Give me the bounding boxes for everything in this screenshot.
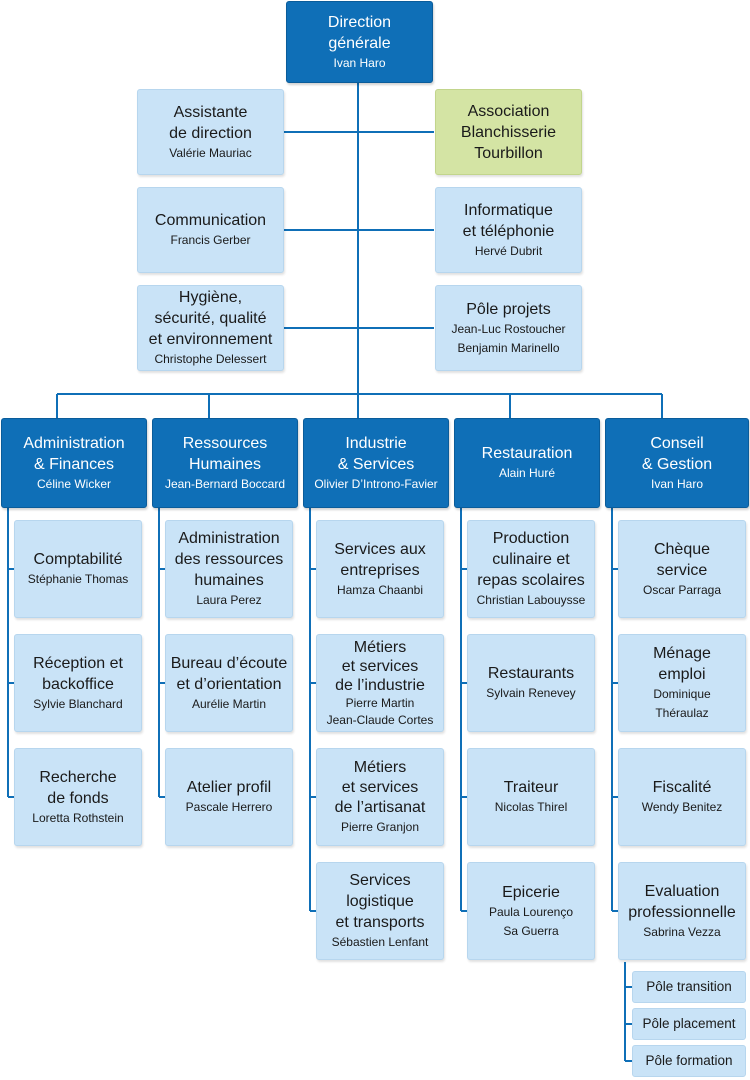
hygiene-securite-box: Hygiène, sécurité, qualité et environnem… (137, 285, 284, 371)
assistante-direction-box: Assistante de direction Valérie Mauriac (137, 89, 284, 175)
box-person: Laura Perez (196, 593, 262, 607)
unit-box-reception-backoffice: Réception et backoffice Sylvie Blanchard (14, 634, 142, 732)
box-title: Hygiène, sécurité, qualité et environnem… (148, 289, 273, 348)
box-title: Métiers et services de l’artisanat (334, 758, 426, 816)
box-title: Réception et backoffice (33, 654, 123, 693)
unit-box-traiteur: Traiteur Nicolas Thirel (467, 748, 595, 846)
box-title: Métiers et services de l’industrie (335, 638, 425, 694)
box-title: Comptabilité (33, 551, 123, 568)
informatique-box: Informatique et téléphonie Hervé Dubrit (435, 187, 582, 273)
box-person: Paula Lourenço Sa Guerra (488, 904, 574, 938)
box-title: Direction générale (327, 13, 392, 52)
unit-box-administration-rh: Administration des ressources humaines L… (165, 520, 293, 618)
unit-box-metiers-industrie: Métiers et services de l’industrie Pierr… (316, 634, 444, 732)
department-box-ressources-humaines: Ressources Humaines Jean-Bernard Boccard (152, 418, 298, 508)
box-title: Restaurants (487, 665, 575, 682)
box-person: Céline Wicker (36, 476, 111, 491)
association-blanchisserie-box: Association Blanchisserie Tourbillon (435, 89, 582, 175)
box-title: Evaluation professionnelle (628, 882, 736, 921)
box-person: Oscar Parraga (642, 582, 722, 597)
box-person: Nicolas Thirel (494, 800, 568, 814)
unit-box-bureau-ecoute: Bureau d’écoute et d’orientation Aurélie… (165, 634, 293, 732)
box-title: Fiscalité (652, 779, 712, 796)
department-box-administration-finances: Administration & Finances Céline Wicker (1, 418, 147, 508)
box-person: Ivan Haro (333, 55, 386, 70)
unit-box-fiscalite: Fiscalité Wendy Benitez (618, 748, 746, 846)
box-title: Administration des ressources humaines (174, 530, 284, 589)
department-box-restauration: Restauration Alain Huré (454, 418, 600, 508)
box-person: Christophe Delessert (154, 352, 267, 366)
box-title: Recherche de fonds (39, 768, 117, 807)
box-person: Olivier D’Introno-Favier (314, 476, 438, 491)
box-person: Jean-Bernard Boccard (164, 476, 286, 491)
department-box-industrie-services: Industrie & Services Olivier D’Introno-F… (303, 418, 449, 508)
box-title: Bureau d’écoute et d’orientation (170, 654, 288, 693)
sub-unit-pole-formation: Pôle formation (632, 1045, 746, 1077)
unit-box-services-entreprises: Services aux entreprises Hamza Chaanbi (316, 520, 444, 618)
box-person: Aurélie Martin (191, 696, 267, 711)
direction-generale-box: Direction générale Ivan Haro (286, 1, 433, 83)
box-person: Sylvie Blanchard (33, 696, 123, 711)
communication-box: Communication Francis Gerber (137, 187, 284, 273)
unit-box-recherche-fonds: Recherche de fonds Loretta Rothstein (14, 748, 142, 846)
box-title: Pôle transition (646, 979, 732, 994)
department-box-conseil-gestion: Conseil & Gestion Ivan Haro (605, 418, 749, 508)
box-person: Pierre Martin Jean-Claude Cortes (326, 695, 434, 727)
unit-box-restaurants: Restaurants Sylvain Renevey (467, 634, 595, 732)
box-person: Hervé Dubrit (474, 243, 543, 258)
box-title: Production culinaire et repas scolaires (477, 530, 585, 589)
box-title: Services aux entreprises (334, 540, 426, 579)
sub-unit-pole-transition: Pôle transition (632, 971, 746, 1003)
box-person: Sabrina Vezza (643, 924, 721, 939)
unit-box-production-culinaire: Production culinaire et repas scolaires … (467, 520, 595, 618)
box-person: Loretta Rothstein (32, 810, 124, 825)
box-title: Epicerie (502, 883, 560, 901)
box-person: Dominique Théraulaz (653, 687, 711, 720)
unit-box-atelier-profil: Atelier profil Pascale Herrero (165, 748, 293, 846)
box-title: Informatique et téléphonie (462, 201, 555, 240)
box-title: Chèque service (653, 540, 711, 579)
box-title: Ménage emploi (653, 645, 711, 683)
box-person: Hamza Chaanbi (336, 582, 424, 597)
box-person: Francis Gerber (170, 233, 251, 247)
sub-unit-pole-placement: Pôle placement (632, 1008, 746, 1040)
box-title: Association Blanchisserie Tourbillon (460, 102, 557, 162)
box-person: Valérie Mauriac (169, 145, 252, 160)
box-person: Ivan Haro (650, 476, 704, 491)
unit-box-cheque-service: Chèque service Oscar Parraga (618, 520, 746, 618)
unit-box-services-logistique: Services logistique et transports Sébast… (316, 862, 444, 960)
box-person: Jean-Luc Rostoucher Benjamin Marinello (451, 321, 566, 355)
box-title: Communication (154, 212, 267, 229)
box-title: Administration & Finances (23, 434, 125, 473)
box-title: Atelier profil (186, 779, 272, 796)
unit-box-metiers-artisanat: Métiers et services de l’artisanat Pierr… (316, 748, 444, 846)
box-title: Restauration (481, 445, 573, 462)
box-title: Services logistique et transports (335, 872, 425, 931)
box-person: Pascale Herrero (185, 800, 273, 814)
box-title: Industrie & Services (337, 434, 415, 473)
box-title: Assistante de direction (169, 103, 252, 142)
unit-box-menage-emploi: Ménage emploi Dominique Théraulaz (618, 634, 746, 732)
box-person: Alain Huré (498, 466, 556, 480)
box-title: Traiteur (503, 779, 559, 796)
box-person: Sylvain Renevey (486, 686, 576, 700)
box-title: Pôle projets (466, 300, 551, 318)
box-person: Sébastien Lenfant (331, 935, 429, 949)
box-title: Ressources Humaines (182, 434, 268, 473)
box-person: Christian Labouysse (476, 593, 586, 607)
box-person: Pierre Granjon (340, 819, 420, 834)
pole-projets-box: Pôle projets Jean-Luc Rostoucher Benjami… (435, 285, 582, 371)
unit-box-epicerie: Epicerie Paula Lourenço Sa Guerra (467, 862, 595, 960)
unit-box-comptabilite: Comptabilité Stéphanie Thomas (14, 520, 142, 618)
box-person: Stéphanie Thomas (27, 572, 129, 586)
box-person: Wendy Benitez (641, 800, 723, 814)
unit-box-evaluation-professionnelle: Evaluation professionnelle Sabrina Vezza (618, 862, 746, 960)
box-title: Pôle placement (642, 1016, 736, 1031)
box-title: Pôle formation (645, 1053, 733, 1068)
box-title: Conseil & Gestion (641, 434, 713, 473)
